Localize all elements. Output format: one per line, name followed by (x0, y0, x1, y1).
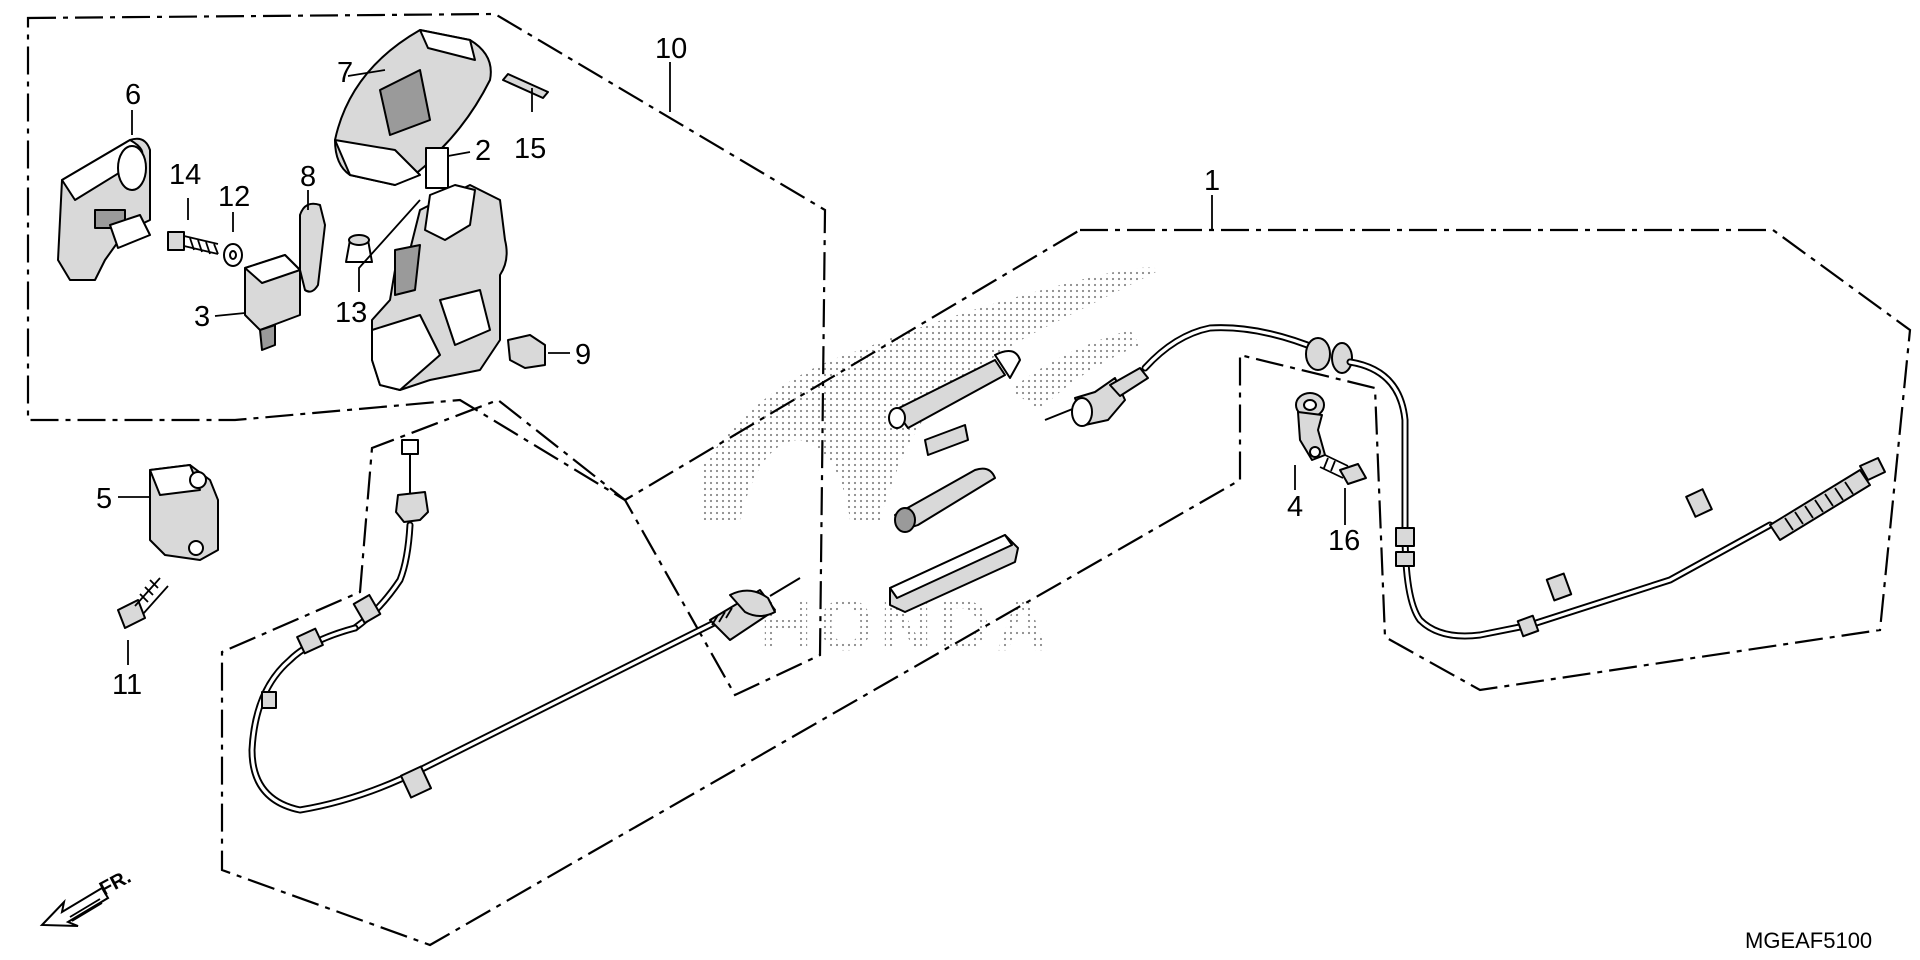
diagram-code: MGEAF5100 (1745, 928, 1872, 953)
washer-part (223, 243, 243, 267)
callout-14: 14 (169, 159, 201, 191)
leader-lines (118, 62, 1346, 665)
callout-4: 4 (1287, 491, 1303, 523)
callout-6: 6 (125, 79, 141, 111)
cable-joint-parts (888, 350, 1021, 613)
callout-8: 8 (300, 161, 316, 193)
spring-plate-part (299, 202, 326, 293)
cable-assembly-boundary (220, 228, 1912, 947)
spring-part (425, 147, 449, 189)
screw-part-14 (167, 231, 219, 255)
callout-12: 12 (218, 181, 250, 213)
callout-10: 10 (655, 33, 687, 65)
lever-assembly-boundary (26, 12, 827, 697)
damper-part (345, 234, 373, 263)
callout-5: 5 (96, 483, 112, 515)
lever-base-part (371, 184, 508, 391)
callout-9: 9 (575, 339, 591, 371)
left-cable (248, 439, 801, 814)
callout-3: 3 (194, 301, 210, 333)
bracket-part (149, 464, 219, 561)
clip-part (507, 334, 546, 369)
callout-7: 7 (337, 57, 353, 89)
bolt-part-16 (1319, 454, 1367, 485)
callout-11: 11 (112, 669, 142, 701)
callout-13: 13 (335, 297, 367, 329)
front-direction-arrow: FR. (39, 866, 135, 927)
switch-housing-part (57, 137, 151, 281)
callout-1: 1 (1204, 165, 1220, 197)
bolt-part-11 (117, 577, 169, 629)
callout-2: 2 (475, 135, 491, 167)
cable-clamp-part (1295, 392, 1326, 461)
lever-part (334, 29, 492, 186)
switch-part (244, 254, 301, 351)
pin-part (502, 73, 549, 99)
callout-16: 16 (1328, 525, 1360, 557)
callout-labels: 1 2 3 4 5 6 7 8 9 10 11 12 13 14 15 16 (96, 33, 1360, 701)
callout-15: 15 (514, 133, 546, 165)
right-cable (1044, 324, 1886, 640)
